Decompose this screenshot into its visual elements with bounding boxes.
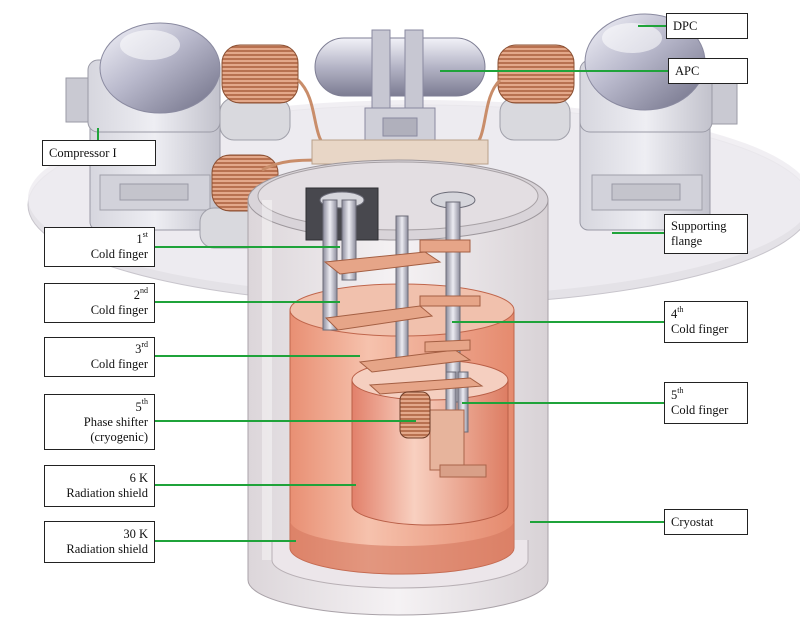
label-cold-finger-5: 5th Cold finger: [664, 382, 748, 424]
compressor-left: [65, 22, 221, 231]
label-phase-shifter: 5th Phase shifter (cryogenic): [44, 394, 155, 450]
label-cold-finger-4: 4th Cold finger: [664, 301, 748, 343]
label-cold-finger-2: 2nd Cold finger: [44, 283, 155, 323]
label-compressor: Compressor I: [42, 140, 156, 166]
coil-right: [497, 44, 575, 141]
label-shield-6k: 6 K Radiation shield: [44, 465, 155, 507]
phase-shifter: [399, 391, 431, 439]
copper-stages: [323, 239, 484, 395]
coil-left: [219, 44, 299, 141]
label-cold-finger-3: 3rd Cold finger: [44, 337, 155, 377]
leader-lines: [97, 25, 668, 542]
label-dpc: DPC: [666, 13, 748, 39]
label-cryostat: Cryostat: [664, 509, 748, 535]
label-supporting-flange: Supporting flange: [664, 214, 748, 254]
label-apc: APC: [668, 58, 748, 84]
label-shield-30k: 30 K Radiation shield: [44, 521, 155, 563]
label-cold-finger-1: 1st Cold finger: [44, 227, 155, 267]
